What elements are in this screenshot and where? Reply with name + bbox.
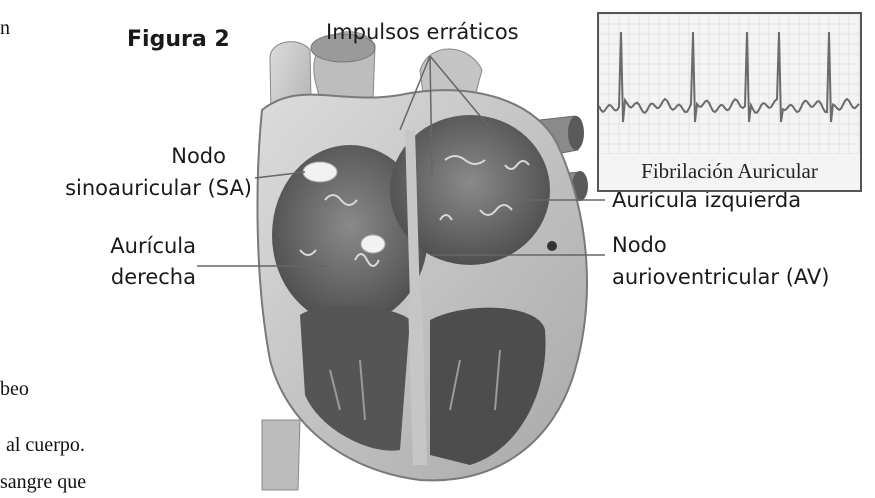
erratic-impulses-label: Impulsos erráticos <box>326 19 519 45</box>
sa-node-marker <box>303 162 337 182</box>
sa-node-label-line2: sinoauricular (SA) <box>40 175 252 201</box>
right-atrium-label-line2: derecha <box>60 264 196 290</box>
ecg-caption: Fibrilación Auricular <box>599 159 860 184</box>
right-atrium-label-line1: Aurícula <box>60 233 196 259</box>
ecg-inset: Fibrilación Auricular <box>597 12 862 192</box>
ecg-trace-graph <box>599 14 860 154</box>
av-node-label-line1: Nodo <box>612 232 667 258</box>
av-node-label-line2: aurioventricular (AV) <box>612 264 830 290</box>
ecg-grid <box>599 14 860 154</box>
sa-node-label-line1: Nodo <box>100 143 226 169</box>
av-node-marker <box>361 235 385 253</box>
